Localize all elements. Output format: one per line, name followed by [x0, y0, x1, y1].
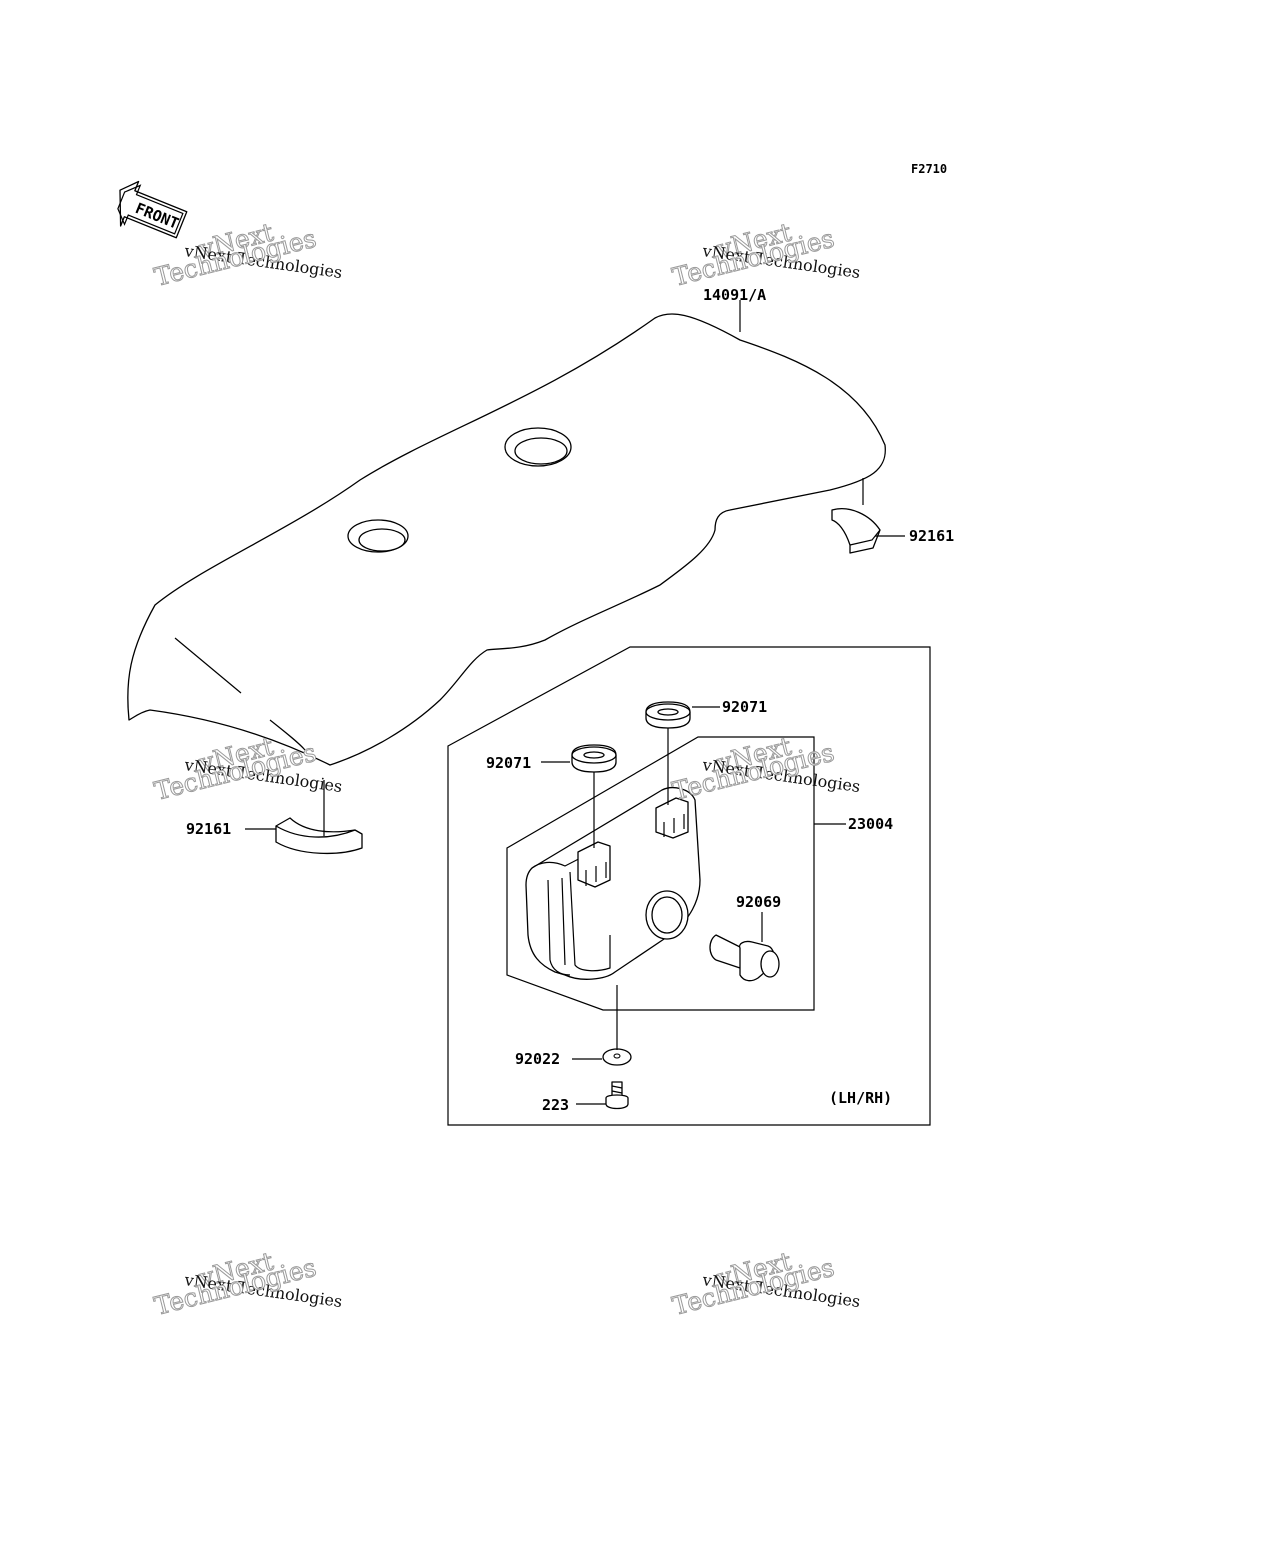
lamp-housing — [525, 787, 701, 980]
watermark-6: vNext vNext Technologies Technologies — [669, 1246, 862, 1321]
seat-hole-front — [347, 519, 409, 553]
watermark-5: vNext vNext Technologies Technologies — [151, 1246, 344, 1321]
callout-grommet-upper: 92071 — [722, 698, 767, 716]
seat-cover — [127, 313, 886, 766]
side-note: (LH/RH) — [829, 1089, 892, 1107]
watermark-2: vNext vNext Technologies Technologies — [669, 217, 862, 292]
callout-grommet-lower: 92071 — [486, 754, 531, 772]
callout-damper-left: 92161 — [186, 820, 231, 838]
grommet-lower — [571, 744, 617, 773]
callout-washer: 92022 — [515, 1050, 560, 1068]
detail-frame — [447, 646, 931, 1126]
watermark-4: vNext vNext Technologies Technologies — [669, 731, 862, 806]
screw — [605, 1081, 629, 1110]
grommet-upper — [645, 701, 691, 729]
callout-damper-right: 92161 — [909, 527, 954, 545]
figure-code: F2710 — [911, 162, 947, 176]
callout-screw: 223 — [542, 1096, 569, 1114]
callout-seat: 14091/A — [703, 286, 766, 304]
seat-hole-rear — [504, 427, 572, 467]
damper-right — [831, 508, 881, 554]
damper-left — [275, 817, 363, 855]
washer — [602, 1048, 632, 1066]
callout-assembly: 23004 — [848, 815, 893, 833]
callout-bulb: 92069 — [736, 893, 781, 911]
assembly-frame — [506, 736, 815, 1011]
lamp-socket — [645, 890, 689, 940]
bulb — [709, 934, 780, 982]
front-arrow-icon: FRONT — [117, 180, 188, 239]
